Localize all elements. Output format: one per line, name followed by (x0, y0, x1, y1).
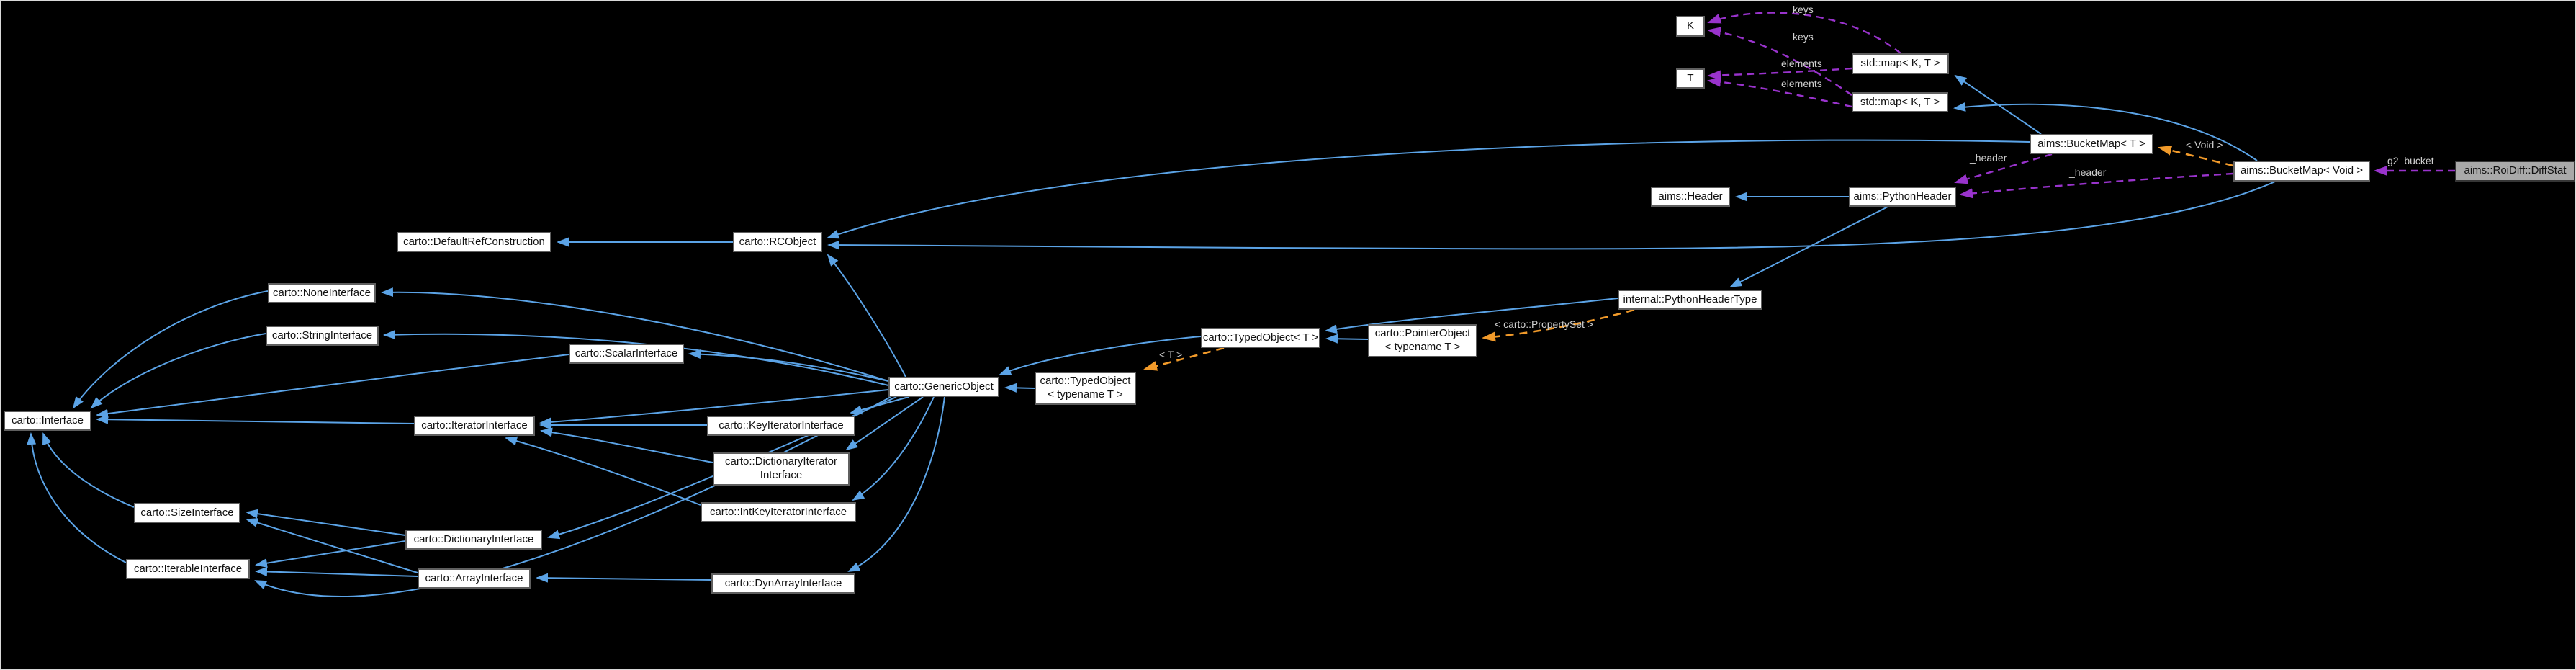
node-carto-iterableinterface[interactable]: carto::IterableInterface (126, 559, 250, 579)
node-aims-pythonheader[interactable]: aims::PythonHeader (1849, 187, 1956, 207)
node-carto-stringinterface[interactable]: carto::StringInterface (266, 326, 379, 346)
edge-label-keys-1: keys (1793, 4, 1814, 15)
node-carto-dynarrayinterface[interactable]: carto::DynArrayInterface (711, 573, 855, 594)
edge-label-header-1: _header (1970, 152, 2007, 164)
edge-label-elements-1: elements (1781, 58, 1822, 69)
edge-label-header-2: _header (2069, 166, 2107, 178)
node-carto-dictionaryiteratorinterface[interactable]: carto::DictionaryIterator Interface (713, 452, 850, 486)
edge-label-template-void: < Void > (2186, 139, 2223, 151)
node-aims-bucketmap-t[interactable]: aims::BucketMap< T > (2030, 134, 2153, 154)
node-carto-sizeinterface[interactable]: carto::SizeInterface (134, 503, 240, 523)
node-aims-header[interactable]: aims::Header (1651, 187, 1730, 207)
node-carto-scalarinterface[interactable]: carto::ScalarInterface (569, 344, 684, 364)
edge-label-g2-bucket: g2_bucket (2387, 155, 2434, 166)
node-t[interactable]: T (1676, 68, 1705, 89)
node-carto-pointerobject[interactable]: carto::PointerObject < typename T > (1368, 324, 1477, 357)
node-carto-keyiteratorinterface[interactable]: carto::KeyIteratorInterface (707, 416, 855, 436)
node-aims-bucketmap-void[interactable]: aims::BucketMap< Void > (2233, 161, 2370, 182)
node-carto-intkeyiteratorinterface[interactable]: carto::IntKeyIteratorInterface (701, 502, 856, 522)
node-carto-iteratorinterface[interactable]: carto::IteratorInterface (414, 416, 535, 436)
edge-label-template-t: < T > (1159, 349, 1183, 360)
node-internal-pythonheadertype[interactable]: internal::PythonHeaderType (1618, 290, 1762, 310)
node-aims-roidiff-diffstat: aims::RoiDiff::DiffStat (2455, 161, 2575, 182)
node-carto-noneinterface[interactable]: carto::NoneInterface (268, 283, 376, 303)
edge-label-template-propertyset: < carto::PropertySet > (1495, 318, 1593, 330)
node-carto-typedobject-t[interactable]: carto::TypedObject< T > (1201, 328, 1320, 348)
node-k[interactable]: K (1676, 16, 1705, 37)
node-carto-genericobject[interactable]: carto::GenericObject (888, 377, 999, 397)
node-carto-arrayinterface[interactable]: carto::ArrayInterface (418, 568, 531, 589)
node-carto-rcobject[interactable]: carto::RCObject (733, 232, 822, 252)
node-carto-typedobject-template[interactable]: carto::TypedObject < typename T > (1035, 372, 1136, 405)
edge-label-keys-2: keys (1793, 31, 1814, 43)
node-carto-dictionaryinterface[interactable]: carto::DictionaryInterface (405, 530, 542, 550)
edge-label-elements-2: elements (1781, 78, 1822, 89)
node-std-map-1[interactable]: std::map< K, T > (1852, 53, 1949, 74)
node-std-map-2[interactable]: std::map< K, T > (1852, 92, 1948, 112)
node-carto-interface[interactable]: carto::Interface (4, 411, 91, 431)
node-carto-defaultrefconstruction[interactable]: carto::DefaultRefConstruction (397, 232, 551, 252)
